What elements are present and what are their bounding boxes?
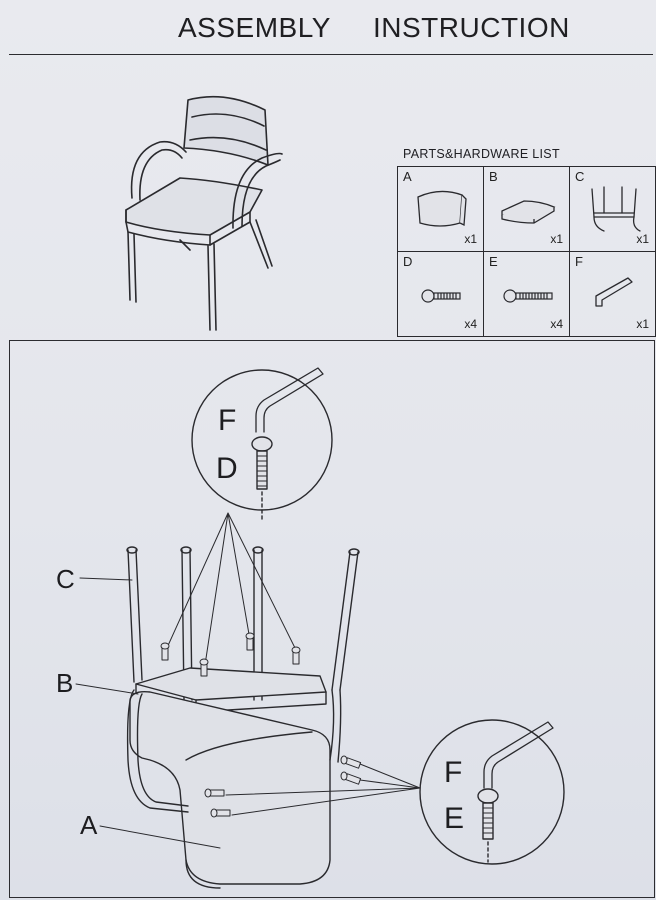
bottom-callout-circle	[419, 719, 565, 865]
parts-row: D x4 E	[397, 251, 656, 337]
part-cell-a: A x1	[397, 166, 484, 252]
chair-frame-icon	[591, 186, 641, 232]
part-cell-f: F x1	[569, 251, 656, 337]
part-letter: C	[575, 169, 585, 184]
part-qty: x1	[550, 232, 563, 246]
long-bolt-icon	[503, 289, 553, 303]
title-word-instruction: INSTRUCTION	[373, 12, 570, 43]
top-callout-allen-key	[255, 367, 324, 433]
top-callout-tool-label: F	[218, 404, 237, 437]
top-callout-bolt-label: D	[216, 452, 238, 485]
seat-pad-label: B	[56, 668, 74, 698]
part-qty: x1	[636, 232, 649, 246]
top-panel-frame	[9, 54, 653, 341]
part-letter: D	[403, 254, 413, 269]
part-letter: F	[575, 254, 583, 269]
part-qty: x4	[550, 317, 563, 331]
allen-key-icon	[595, 277, 633, 307]
part-letter: E	[489, 254, 498, 269]
part-qty: x1	[464, 232, 477, 246]
seat-cushion-icon	[417, 190, 467, 227]
cushion-label: A	[80, 810, 98, 840]
part-cell-e: E x4	[483, 251, 570, 337]
part-qty: x1	[636, 317, 649, 331]
title-word-assembly: ASSEMBLY	[178, 12, 331, 43]
bottom-panel-frame	[9, 340, 655, 898]
bottom-callout-tool-label: F	[444, 756, 463, 789]
parts-table: A x1 B x1	[397, 166, 656, 337]
part-cell-d: D x4	[397, 251, 484, 337]
part-cell-b: B x1	[483, 166, 570, 252]
bottom-callout-bolt-label: E	[444, 802, 465, 835]
part-letter: A	[403, 169, 412, 184]
short-bolt-icon	[421, 289, 461, 303]
part-qty: x4	[464, 317, 477, 331]
frame-label: C	[56, 564, 75, 594]
seat-pad-icon	[501, 200, 556, 224]
part-cell-c: C x1	[569, 166, 656, 252]
part-letter: B	[489, 169, 498, 184]
frame-leg	[127, 549, 135, 683]
parts-list-heading: PARTS&HARDWARE LIST	[403, 147, 560, 161]
parts-row: A x1 B x1	[397, 166, 656, 252]
